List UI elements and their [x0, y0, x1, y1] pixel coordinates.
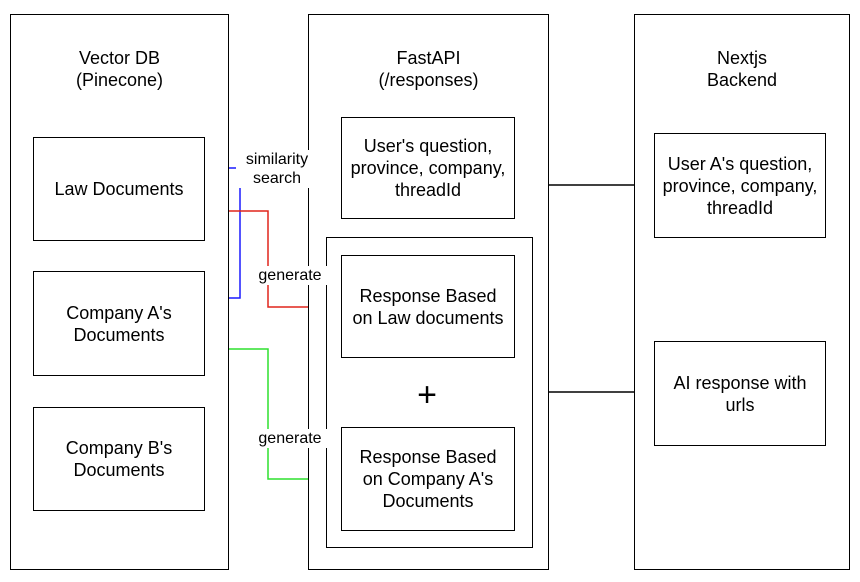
response-company-a-box: Response Based on Company A's Documents — [341, 427, 515, 531]
company-b-documents-box: Company B's Documents — [33, 407, 205, 511]
response-law-label: Response Based on Law documents — [352, 285, 504, 328]
generate-law-label: generate — [251, 266, 329, 285]
fastapi-input-label: User's question, province, company, thre… — [350, 136, 506, 200]
plus-icon: + — [417, 376, 437, 414]
law-documents-box: Law Documents — [33, 137, 205, 241]
nextjs-input-label: User A's question, province, company, th… — [662, 153, 818, 218]
vector-db-title: Vector DB (Pinecone) — [75, 48, 164, 90]
nextjs-output-box: AI response with urls — [654, 341, 826, 446]
nextjs-input-box: User A's question, province, company, th… — [654, 133, 826, 238]
generate-company-label: generate — [251, 429, 329, 448]
nextjs-column — [634, 14, 850, 570]
nextjs-title: Nextjs Backend — [706, 48, 778, 90]
fastapi-input-box: User's question, province, company, thre… — [341, 117, 515, 219]
response-law-box: Response Based on Law documents — [341, 255, 515, 358]
company-a-documents-label: Company A's Documents — [66, 302, 172, 345]
nextjs-output-label: AI response with urls — [673, 372, 807, 415]
company-a-documents-box: Company A's Documents — [33, 271, 205, 376]
company-b-documents-label: Company B's Documents — [65, 438, 173, 480]
generate-company-arrow — [205, 348, 341, 484]
generate-law-arrow — [205, 210, 341, 312]
similarity-search-label: similarity search — [236, 150, 318, 188]
fastapi-title: FastAPI (/responses) — [378, 48, 479, 90]
response-company-a-label: Response Based on Company A's Documents — [359, 447, 497, 511]
law-documents-label: Law Documents — [54, 179, 184, 199]
